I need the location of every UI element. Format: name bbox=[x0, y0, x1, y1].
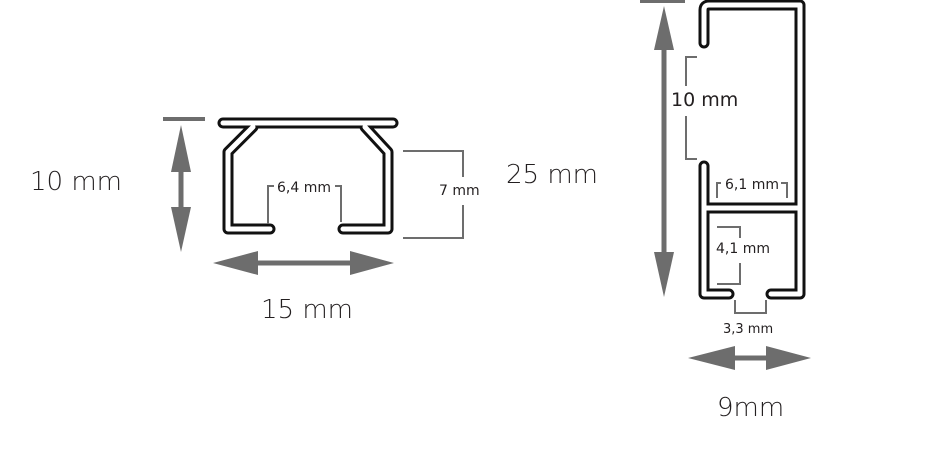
left-width-label: 15 mm bbox=[261, 295, 353, 325]
right-rail-outline-inner bbox=[701, 2, 803, 297]
left-rail-profile bbox=[217, 117, 399, 235]
upper-chamber-bracket bbox=[716, 182, 788, 198]
opening-label: 6,4 mm bbox=[277, 180, 331, 196]
left-rail-outline-inner bbox=[220, 120, 396, 232]
opening-bracket bbox=[267, 185, 342, 224]
upper-gap-bracket bbox=[685, 56, 697, 160]
upper-gap-label: 10 mm bbox=[671, 89, 738, 111]
left-height-dimension-arrow bbox=[163, 117, 205, 252]
right-height-dimension-arrow bbox=[640, 0, 685, 297]
left-rail-outline-black bbox=[217, 117, 399, 235]
lower-chamber-label: 4,1 mm bbox=[716, 241, 770, 257]
upper-chamber-label: 6,1 mm bbox=[725, 177, 779, 193]
right-width-dimension-arrow bbox=[688, 346, 811, 370]
right-rail-profile bbox=[698, 0, 806, 300]
slot-bracket bbox=[734, 300, 767, 314]
right-height-label: 25 mm bbox=[506, 160, 598, 190]
left-width-dimension-arrow bbox=[213, 251, 394, 275]
inner-height-bracket bbox=[403, 150, 464, 239]
right-width-label: 9mm bbox=[717, 393, 784, 423]
slot-label: 3,3 mm bbox=[723, 322, 773, 337]
inner-height-label: 7 mm bbox=[439, 183, 480, 199]
lower-chamber-bracket bbox=[717, 226, 741, 285]
left-height-label: 10 mm bbox=[30, 167, 122, 197]
